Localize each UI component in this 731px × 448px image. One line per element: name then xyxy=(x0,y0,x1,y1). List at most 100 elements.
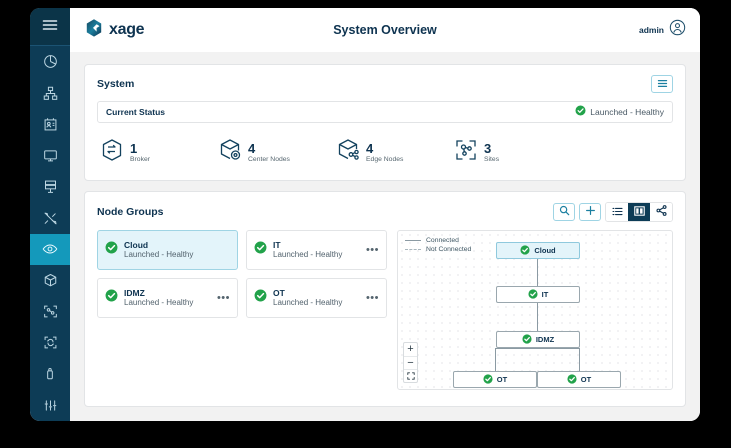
node-group-menu-icon[interactable]: ••• xyxy=(365,243,379,256)
topology-diagram[interactable]: Connected Not Connected xyxy=(397,230,673,390)
current-status-label: Current Status xyxy=(106,107,166,117)
stat-edge-nodes: 4 Edge Nodes xyxy=(335,137,439,168)
app-window: xage System Overview admin xyxy=(30,8,700,421)
zoom-out-button[interactable]: − xyxy=(404,356,417,369)
sidebar-item-identity[interactable] xyxy=(30,109,70,140)
check-circle-icon xyxy=(105,289,118,307)
node-group-status: Launched - Healthy xyxy=(273,250,343,260)
diagram-legend: Connected Not Connected xyxy=(405,237,471,253)
legend-item-not-connected: Not Connected xyxy=(405,246,471,253)
edge-it-idmz xyxy=(537,303,538,331)
current-status-row: Current Status Launched - Healthy xyxy=(97,101,673,123)
node-groups-body: Cloud Launched - Healthy xyxy=(97,230,673,390)
stat-label: Sites xyxy=(484,156,500,164)
check-circle-icon xyxy=(567,371,577,389)
system-stats: 1 Broker xyxy=(97,131,673,170)
stat-value: 3 xyxy=(484,140,492,156)
node-group-card-ot[interactable]: OT Launched - Healthy ••• xyxy=(246,278,387,318)
main-area: xage System Overview admin xyxy=(70,8,700,421)
legend-label: Connected xyxy=(426,237,459,244)
system-title: System xyxy=(97,78,135,90)
sidebar-item-overview[interactable] xyxy=(30,233,70,265)
center-node-cube-icon xyxy=(217,137,243,168)
sidebar-item-assets[interactable] xyxy=(30,140,70,171)
check-circle-icon xyxy=(520,242,530,260)
node-group-name: OT xyxy=(273,288,285,299)
solid-line-icon xyxy=(405,240,421,241)
node-group-status: Launched - Healthy xyxy=(273,298,343,308)
search-button[interactable] xyxy=(553,203,575,221)
share-icon xyxy=(655,203,667,221)
sidebar-item-infrastructure[interactable] xyxy=(30,171,70,202)
check-circle-icon xyxy=(528,286,538,304)
diagram-node-ot-2[interactable]: OT xyxy=(537,371,621,388)
edge-node-cube-icon xyxy=(335,137,361,168)
node-group-card-cloud[interactable]: Cloud Launched - Healthy xyxy=(97,230,238,270)
diagram-node-label: OT xyxy=(496,375,508,384)
node-group-menu-icon[interactable]: ••• xyxy=(216,291,230,304)
stat-label: Broker xyxy=(130,156,151,164)
sidebar-item-discovery[interactable] xyxy=(30,296,70,327)
sidebar-item-sync[interactable] xyxy=(30,327,70,358)
content-area: System xyxy=(70,52,700,421)
check-circle-icon xyxy=(522,331,532,349)
diagram-node-it[interactable]: IT xyxy=(496,286,580,303)
edge-idmz-ot1 xyxy=(495,348,496,371)
diagram-node-ot-1[interactable]: OT xyxy=(453,371,537,388)
legend-label: Not Connected xyxy=(426,246,472,253)
brand-text: xage xyxy=(109,21,145,38)
top-bar: xage System Overview admin xyxy=(70,8,700,52)
sidebar-menu-toggle[interactable] xyxy=(30,8,70,47)
user-avatar-icon[interactable] xyxy=(669,19,686,41)
broker-cube-icon xyxy=(99,137,125,168)
node-group-name: IDMZ xyxy=(124,288,145,299)
admin-label: admin xyxy=(638,25,664,35)
legend-item-connected: Connected xyxy=(405,237,471,244)
sidebar-item-modules[interactable] xyxy=(30,265,70,296)
split-view-button[interactable] xyxy=(628,203,650,221)
sidebar-item-dashboard[interactable] xyxy=(30,46,70,77)
check-circle-icon xyxy=(575,103,586,121)
stat-value: 4 xyxy=(366,140,374,156)
list-view-button[interactable] xyxy=(606,203,628,221)
sidebar-item-settings[interactable] xyxy=(30,390,70,421)
diagram-node-label: IDMZ xyxy=(535,335,555,344)
stat-sites: 3 Sites xyxy=(453,137,557,168)
check-circle-icon xyxy=(483,371,493,389)
diagram-zoom-controls: + − xyxy=(403,342,418,383)
view-toggle-group xyxy=(605,202,673,222)
server-rack-icon xyxy=(43,179,58,194)
zoom-in-button[interactable]: + xyxy=(407,343,414,355)
topbar-right: admin xyxy=(639,19,686,41)
diagram-node-label: Cloud xyxy=(534,246,556,255)
hamburger-menu-icon xyxy=(42,18,58,36)
current-status-value: Launched - Healthy xyxy=(590,107,664,117)
check-circle-icon xyxy=(254,241,267,259)
tools-icon xyxy=(43,211,58,226)
edge-cloud-it xyxy=(537,258,538,286)
add-button[interactable] xyxy=(579,203,601,221)
node-groups-header: Node Groups xyxy=(97,202,673,222)
brand[interactable]: xage xyxy=(84,18,145,43)
sidebar-item-topology[interactable] xyxy=(30,78,70,109)
refresh-frame-icon xyxy=(43,335,58,350)
scan-node-icon xyxy=(43,304,58,319)
node-group-menu-icon[interactable]: ••• xyxy=(365,291,379,304)
fit-screen-button[interactable] xyxy=(404,369,417,382)
sidebar-item-security[interactable] xyxy=(30,358,70,389)
node-group-status: Launched - Healthy xyxy=(124,298,194,308)
stat-label: Center Nodes xyxy=(248,156,290,164)
edge-idmz-branch xyxy=(495,348,580,349)
plus-icon xyxy=(585,203,596,221)
system-menu-button[interactable] xyxy=(651,75,673,93)
current-status-value-group: Launched - Healthy xyxy=(575,103,664,121)
share-button[interactable] xyxy=(650,203,672,221)
diagram-node-idmz[interactable]: IDMZ xyxy=(496,331,580,348)
node-group-card-it[interactable]: IT Launched - Healthy ••• xyxy=(246,230,387,270)
sidebar-item-maintenance[interactable] xyxy=(30,202,70,233)
node-groups-toolbar xyxy=(553,202,673,222)
diagram-node-cloud[interactable]: Cloud xyxy=(496,242,580,259)
node-groups-panel: Node Groups xyxy=(84,191,686,407)
node-group-card-idmz[interactable]: IDMZ Launched - Healthy ••• xyxy=(97,278,238,318)
stat-value: 1 xyxy=(130,140,138,156)
